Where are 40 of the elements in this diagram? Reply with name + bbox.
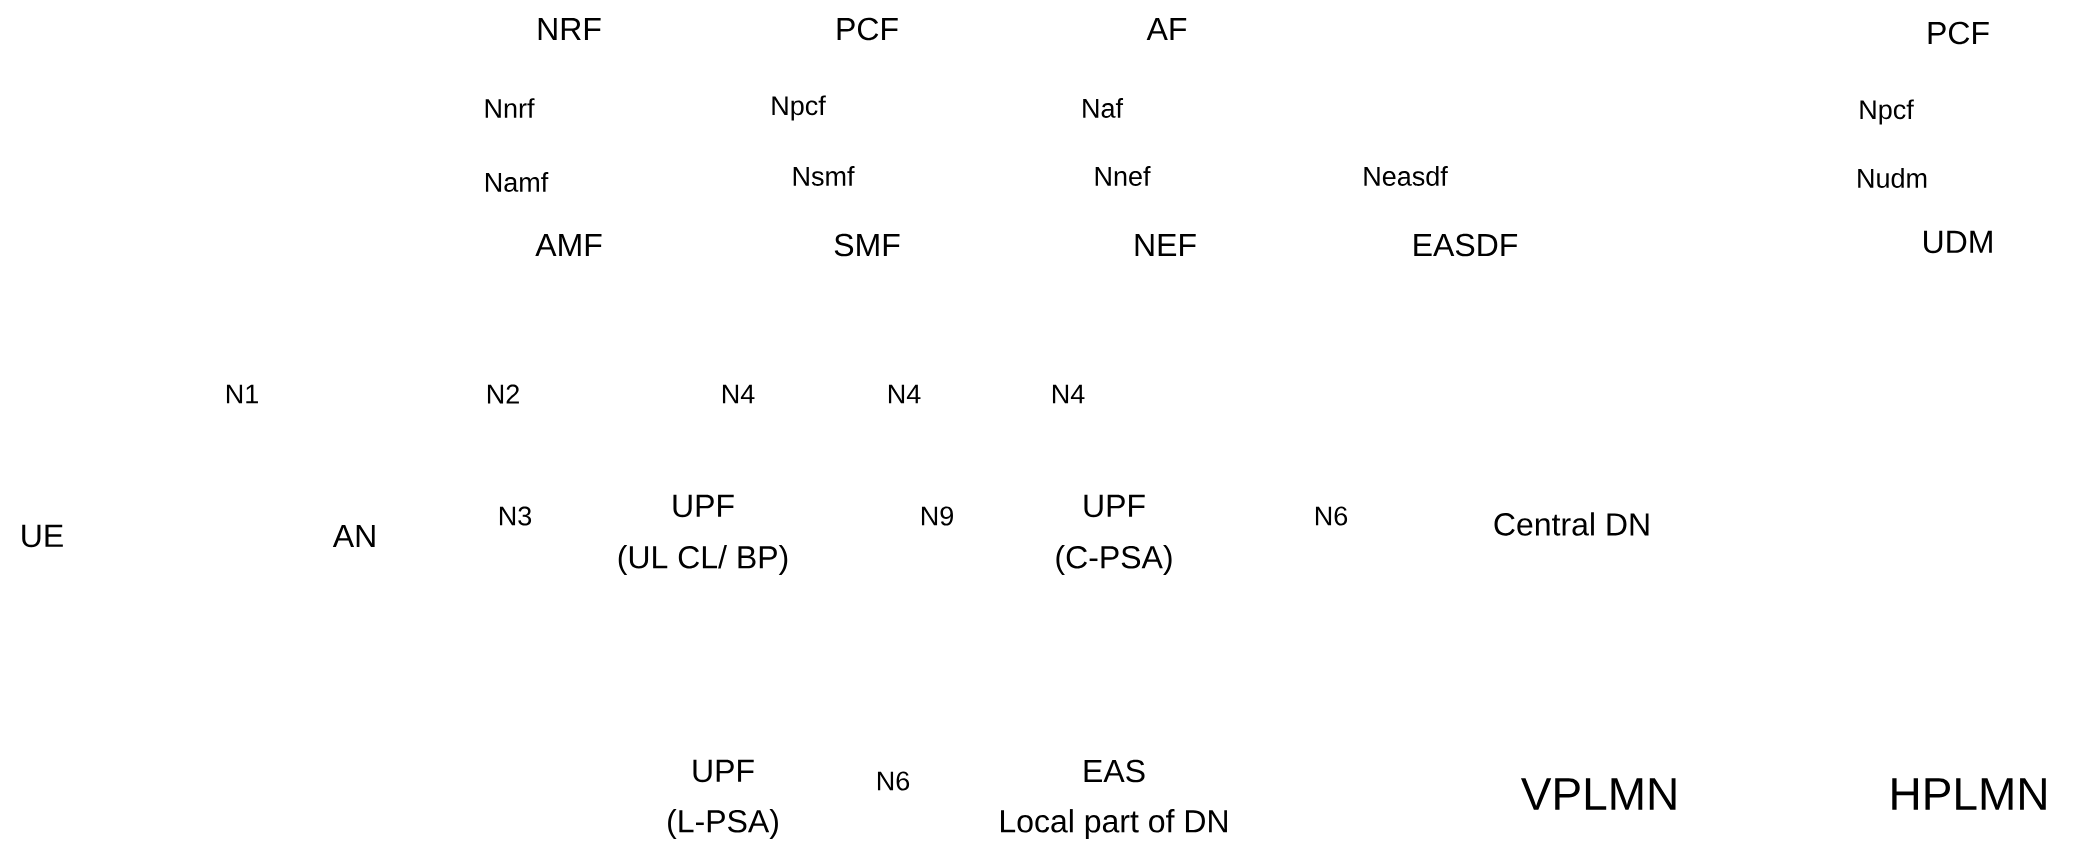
text-label: Nsmf [793,166,855,186]
text-label: N4 [888,384,921,404]
text-label: UE [22,524,63,548]
text-label: Neasdf [1364,166,1448,186]
text-label: N6 [1315,506,1348,526]
text-label: Local part of DN [1001,809,1227,839]
text-label: Central DN [1494,512,1649,536]
text-label: Nnef [1095,166,1151,186]
text-label: AF [1146,18,1187,40]
text-label: N2 [487,384,519,404]
text-label: (UL CL/ BP) [618,545,788,575]
text-label: UPF [1084,494,1145,518]
text-label: HPLMN [1892,778,2046,810]
text-label: AN [332,525,375,547]
text-label: Namf [485,172,549,192]
text-label: N6 [877,771,910,791]
text-label: EASDF [1414,233,1518,257]
text-label: N9 [921,506,953,526]
text-label: UPF [693,759,754,783]
text-label: Naf [1083,98,1124,118]
text-label: NEF [1135,234,1196,256]
text-label: Nudm [1858,168,1927,188]
text-label: Npcf [1860,99,1914,125]
text-label: EAS [1084,759,1145,783]
text-label: PCF [1928,21,1989,45]
text-label: Nnrf [485,98,535,118]
text-label: N4 [722,384,755,404]
text-label: VPLMN [1521,778,1676,810]
text-label: PCF [837,17,898,41]
text-label: (L-PSA) [668,809,778,839]
text-label: (C-PSA) [1056,545,1172,575]
text-label: UPF [673,494,734,518]
text-label: N1 [226,384,258,404]
text-label: AMF [535,234,602,256]
text-label: Npcf [772,95,826,121]
text-label: N4 [1052,384,1085,404]
text-label: N3 [499,506,532,526]
text-label: UDM [1924,230,1992,254]
text-label: SMF [834,233,900,257]
text-label: NRF [538,18,601,40]
